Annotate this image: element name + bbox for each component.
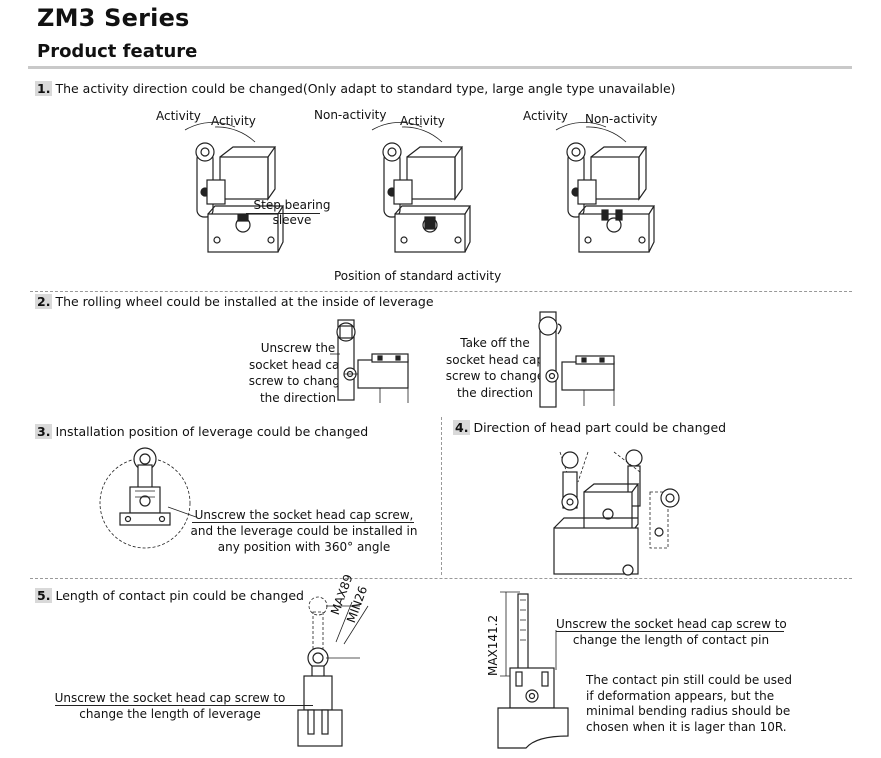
section-3-callout-line2: and the leverage could be installed in [190,524,418,538]
section-3-callout-line1: Unscrew the socket head cap screw, [194,508,414,522]
section-5-note-line4: chosen when it is lager than 10R. [586,719,787,734]
section-5-right-leader [556,631,784,632]
section-5-note-line1: The contact pin still could be used [586,673,792,687]
section-4-text: Direction of head part could be changed [473,420,727,435]
section-4-heading: 4.Direction of head part could be change… [453,420,726,435]
section-divider-vertical [441,417,442,575]
step-bearing-callout: Step bearing sleeve [252,198,332,228]
section-3-text: Installation position of leverage could … [55,424,369,439]
diagram-1-switch-illustration [184,121,285,253]
diagram-3-switch-illustration [555,121,656,253]
section-3-illustration [99,447,197,549]
section-5-text: Length of contact pin could be changed [55,588,304,603]
section-2-right-illustration [538,311,615,408]
section-5-note-line3: minimal bending radius should be [586,704,791,718]
section-2-right-callout-line4: the direction [456,385,534,400]
section-2-left-callout-line1: Unscrew the [260,341,336,355]
diagram-2-right-label: Activity [400,114,445,128]
section-2-left-callout-line3: screw to change [248,374,348,388]
page-title: ZM3 Series [37,4,190,32]
section-3-number: 3. [35,424,53,439]
diagram-1-left-label: Activity [156,109,201,123]
section-2-right-callout-line1: Take off the [460,336,530,350]
section-5-left-leader [55,705,313,706]
section-5-left-callout: Unscrew the socket head cap screw to cha… [50,690,290,722]
diagram-1-right-label: Activity [211,114,256,128]
section-3-heading: 3.Installation position of leverage coul… [35,424,368,439]
section-5-right-illustration [497,591,569,749]
step-bearing-callout-line2: sleeve [272,213,312,227]
section-2-number: 2. [35,294,53,309]
section-5-left-illustration [297,596,369,747]
section-3-callout: Unscrew the socket head cap screw, and t… [190,507,418,555]
section-1-heading: 1.The activity direction could be change… [35,81,676,96]
section-5-left-callout-line1: Unscrew the socket head cap screw to [54,691,286,705]
section-5-right-callout-line1: Unscrew the socket head cap screw to [556,617,787,631]
section-4-number: 4. [453,420,471,435]
section-1-caption: Position of standard activity [334,269,502,283]
diagram-3-left-label: Activity [523,109,568,123]
section-2-left-illustration [330,319,409,403]
section-divider-2 [30,578,852,579]
section-5-right-callout: Unscrew the socket head cap screw to cha… [556,616,787,648]
section-3-leader [192,522,414,523]
section-2-heading: 2.The rolling wheel could be installed a… [35,294,434,309]
title-underline [28,66,852,69]
section-2-left-callout-line2: socket head cap [249,357,347,372]
section-2-text: The rolling wheel could be installed at … [55,294,434,309]
section-5-note-line2: if deformation appears, but the [586,688,775,703]
diagram-2-switch-illustration [371,121,472,253]
step-bearing-callout-line1: Step bearing [253,198,331,212]
section-4-illustration [553,449,680,576]
section-5-number: 5. [35,588,53,603]
section-subtitle: Product feature [37,41,198,62]
section-5-heading: 5.Length of contact pin could be changed [35,588,304,603]
step-bearing-leader [246,213,320,214]
diagram-3-right-label: Non-activity [585,112,658,126]
section-5-note: The contact pin still could be used if d… [586,673,792,735]
diagram-2-left-label: Non-activity [314,108,387,122]
section-2-right-callout-line3: screw to change [445,369,545,383]
section-1-text: The activity direction could be changed(… [55,81,676,96]
section-divider-1 [30,291,852,292]
section-2-right-callout: Take off the socket head cap screw to ch… [443,335,547,401]
section-2-left-callout: Unscrew the socket head cap screw to cha… [246,340,350,406]
section-2-left-callout-line4: the direction [259,390,337,405]
section-5-left-callout-line2: change the length of leverage [79,707,261,721]
section-5-right-callout-line2: change the length of contact pin [572,633,770,647]
section-2-right-callout-line2: socket head cap [446,352,544,367]
section-3-callout-line3: any position with 360° angle [217,540,391,554]
section-1-number: 1. [35,81,53,96]
